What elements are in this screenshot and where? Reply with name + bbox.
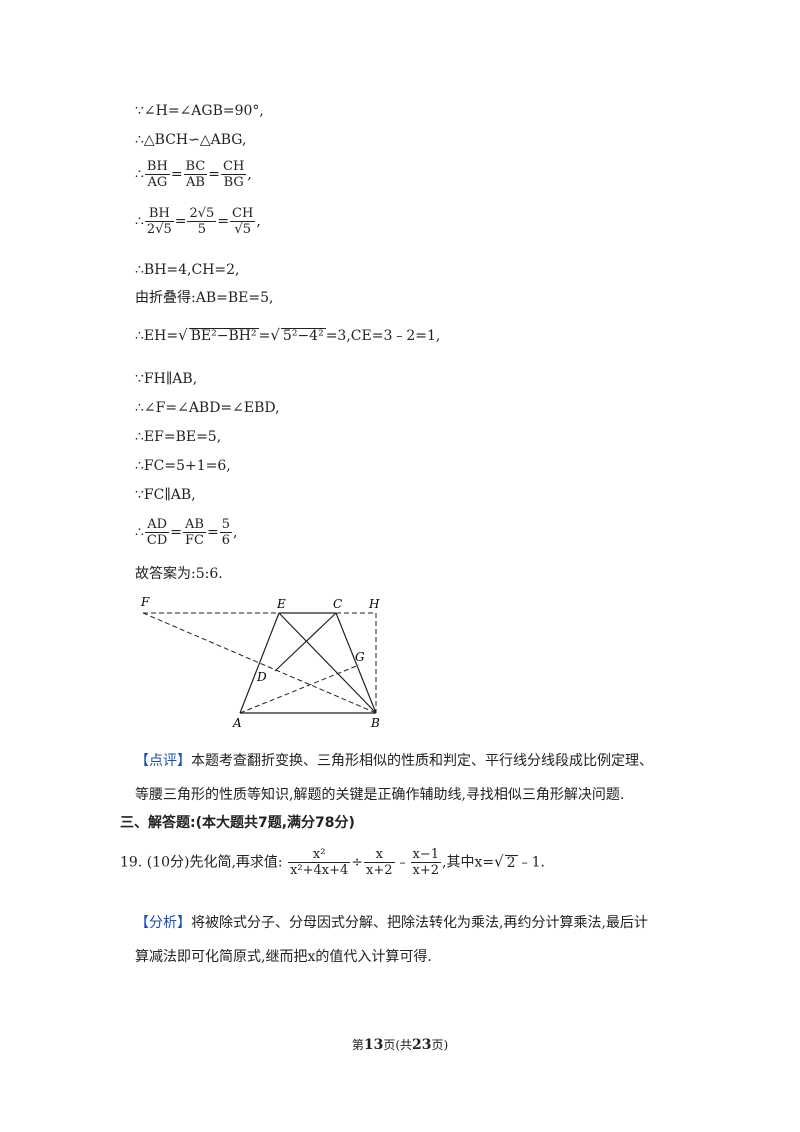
label-d: D [256, 670, 267, 684]
analysis-text: 将被除式分子、分母因式分解、把除法转化为乘法,再约分计算乘法,最后计算减法即可化… [135, 915, 648, 965]
label-c: C [333, 597, 342, 611]
segment-ae [239, 612, 280, 714]
minus-operator: ﹣ [395, 854, 410, 871]
geometry-figure: F E C H G D A B [140, 595, 380, 730]
radical-sign: √ [494, 852, 504, 871]
total-pages: 23 [412, 1037, 432, 1053]
numerator: BC [183, 159, 208, 175]
segment-eb [278, 612, 377, 714]
solution-line-12: ∵FC∥AB, [135, 487, 196, 503]
therefore-symbol: ∴ [135, 166, 144, 183]
denominator: AG [147, 175, 168, 190]
numerator: x [364, 848, 395, 863]
numerator: CH [230, 206, 256, 222]
solution-line-2: ∴△BCH∽△ABG, [135, 132, 247, 148]
label-b: B [370, 716, 380, 730]
solution-line-7: ∴EH=√BE²−BH²=√5²−4²=3,CE=3﹣2=1, [135, 326, 441, 344]
numerator: x² [288, 848, 351, 863]
page-footer: 第13页(共23页) [0, 1036, 800, 1053]
condition-label: ,其中x= [442, 854, 495, 871]
denominator: CD [146, 533, 168, 548]
denominator: x+2 [412, 863, 440, 878]
denominator: 6 [221, 533, 231, 548]
segment-ag-dashed [239, 664, 360, 714]
answer-line: 故答案为:5:6. [135, 566, 223, 582]
denominator: 2√5 [146, 222, 172, 237]
solution-line-9: ∴∠F=∠ABD=∠EBD, [135, 400, 280, 416]
label-g: G [355, 650, 365, 664]
numerator: AB [183, 518, 206, 533]
footer-text: 第 [351, 1038, 364, 1052]
denominator: 5 [197, 222, 207, 237]
divide-operator: ÷ [351, 854, 364, 871]
analysis-paragraph: 【分析】将被除式分子、分母因式分解、把除法转化为乘法,再约分计算乘法,最后计算减… [135, 906, 655, 974]
equals: = [258, 328, 271, 344]
numerator: BH [144, 159, 170, 175]
condition-tail: ﹣1. [517, 854, 545, 871]
label-h: H [368, 597, 380, 611]
denominator: √5 [234, 222, 251, 237]
radicand: BE²−BH² [188, 328, 259, 344]
page-number: 13 [363, 1037, 384, 1053]
numerator: 2√5 [187, 206, 217, 222]
numerator: BH [144, 207, 174, 222]
solution-line-10: ∴EF=BE=5, [135, 429, 222, 445]
segment-cb [335, 612, 377, 714]
analysis-tag: 【分析】 [135, 915, 191, 931]
eh-label: ∴EH= [135, 328, 179, 344]
solution-line-8: ∵FH∥AB, [135, 371, 198, 387]
solution-line-11: ∴FC=5+1=6, [135, 458, 231, 474]
segment-fb-dashed [142, 612, 377, 714]
fraction: CH√5 [230, 206, 256, 237]
radical-sign: √ [178, 326, 188, 344]
segment-dc [274, 612, 337, 672]
denominator: x+2 [366, 863, 393, 878]
solution-line-5: ∴BH=4,CH=2, [135, 262, 240, 278]
therefore-symbol: ∴ [135, 213, 144, 230]
label-a: A [232, 716, 242, 730]
solution-line-6: 由折叠得:AB=BE=5, [135, 290, 274, 306]
footer-text: 页) [431, 1038, 449, 1052]
therefore-symbol: ∴ [135, 524, 144, 541]
radicand: 5²−4² [280, 328, 326, 344]
label-e: E [276, 597, 286, 611]
numerator: x−1 [410, 847, 442, 863]
comment-tag: 【点评】 [135, 753, 191, 769]
denominator: FC [185, 533, 204, 548]
eh-result: =3,CE=3﹣2=1, [325, 328, 441, 344]
numerator: CH [221, 159, 247, 175]
problem-prompt: (10分)先化简,再求值: [146, 854, 283, 871]
numerator: AD [144, 518, 170, 533]
comment-paragraph: 【点评】本题考查翻折变换、三角形相似的性质和判定、平行线分线段成比例定理、等腰三… [135, 744, 655, 812]
radicand: 2 [504, 854, 518, 871]
denominator: AB [185, 175, 205, 190]
denominator: BG [223, 175, 244, 190]
footer-text: 页(共 [383, 1038, 412, 1052]
numerator: 5 [219, 517, 233, 533]
comment-text: 本题考查翻折变换、三角形相似的性质和判定、平行线分线段成比例定理、等腰三角形的性… [135, 753, 653, 803]
label-f: F [140, 595, 150, 609]
solution-line-1: ∵∠H=∠AGB=90°, [135, 103, 264, 119]
problem-number: 19. [120, 854, 143, 871]
section-title: 三、解答题:(本大题共7题,满分78分) [120, 815, 355, 831]
radical-sign: √ [270, 326, 280, 344]
denominator: x²+4x+4 [290, 863, 349, 878]
